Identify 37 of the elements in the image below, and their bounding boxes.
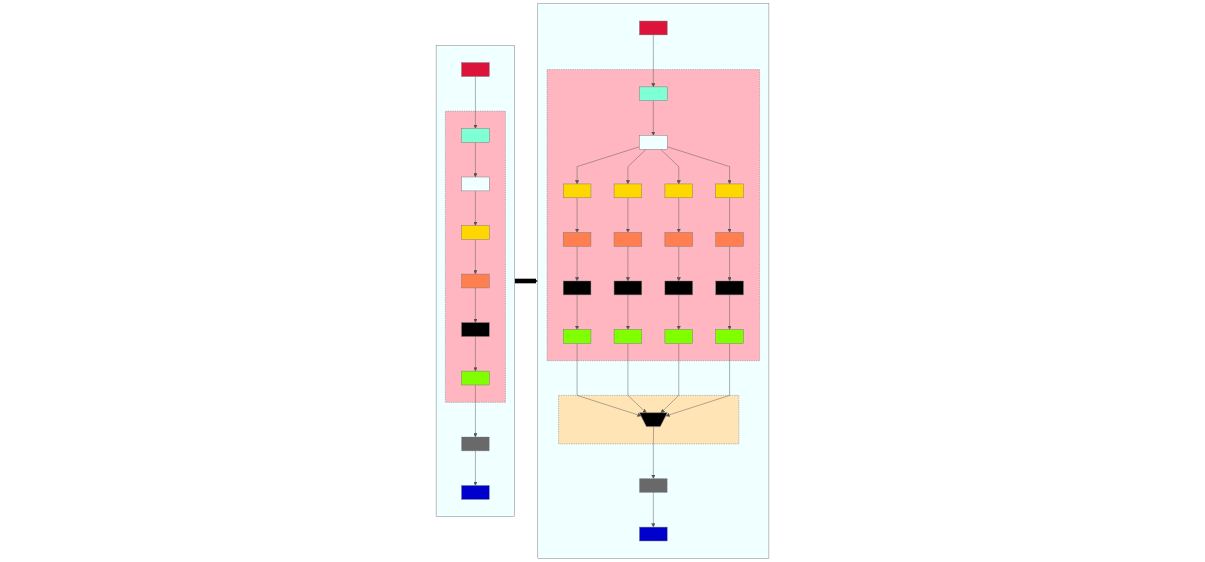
node-box bbox=[563, 232, 592, 247]
node-box bbox=[461, 370, 490, 386]
cluster bbox=[435, 45, 515, 517]
node-box bbox=[461, 176, 490, 192]
cluster bbox=[558, 395, 740, 445]
node-box bbox=[613, 329, 642, 344]
node-box bbox=[461, 62, 490, 77]
node-box bbox=[715, 329, 744, 344]
node-box bbox=[664, 183, 693, 199]
node-box bbox=[461, 485, 490, 500]
cluster bbox=[445, 110, 506, 403]
cluster bbox=[546, 69, 760, 361]
node-box bbox=[461, 436, 490, 452]
arrow bbox=[514, 278, 538, 284]
node-box bbox=[563, 280, 592, 296]
node-box bbox=[639, 86, 668, 101]
node-box bbox=[613, 232, 642, 247]
node-box bbox=[664, 329, 693, 344]
node-box bbox=[563, 329, 592, 344]
node-box bbox=[461, 322, 490, 337]
node-box bbox=[461, 128, 490, 143]
node-box bbox=[715, 280, 744, 296]
node-box bbox=[613, 183, 642, 199]
node-trapezoid bbox=[639, 412, 668, 427]
node-box bbox=[563, 183, 592, 199]
node-box bbox=[664, 280, 693, 296]
node-box bbox=[715, 183, 744, 199]
node-box bbox=[639, 478, 668, 493]
node-box bbox=[461, 225, 490, 240]
node-box bbox=[639, 20, 668, 36]
cluster bbox=[537, 3, 770, 559]
node-box bbox=[639, 526, 668, 542]
node-box bbox=[715, 232, 744, 247]
node-box bbox=[461, 273, 490, 289]
node-box bbox=[664, 232, 693, 247]
node-box bbox=[613, 280, 642, 296]
node-box bbox=[639, 135, 668, 150]
